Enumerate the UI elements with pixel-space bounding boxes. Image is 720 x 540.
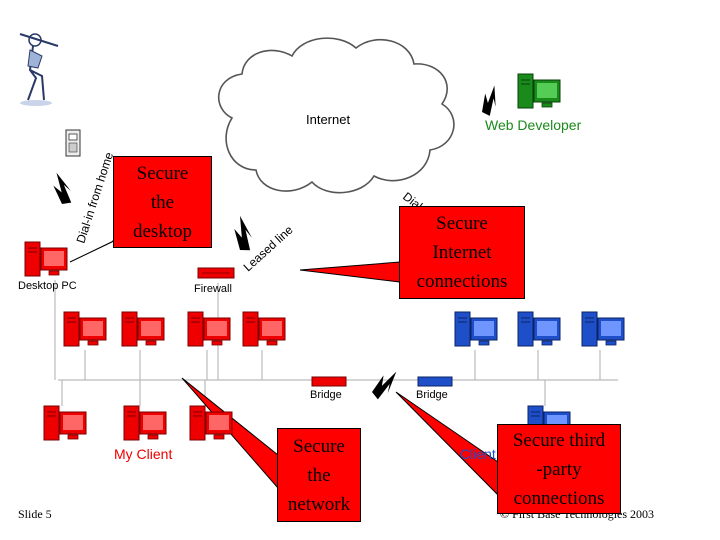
internet-label: Internet — [306, 112, 351, 127]
secure-desktop-callout: Secure the desktop — [113, 156, 212, 248]
third-party-callout-pointer — [395, 391, 499, 497]
red-workstation-icon — [242, 311, 286, 347]
lan-lines — [54, 280, 618, 406]
dial-in-label: Dial-in from home — [74, 150, 117, 245]
red-workstation-icon — [63, 311, 107, 347]
bridge-left-label: Bridge — [310, 389, 342, 401]
blue-workstation-icon — [581, 311, 625, 347]
bridge-right-label: Bridge — [416, 389, 448, 401]
lightning-bolt-icon — [370, 371, 399, 400]
my-client-label: My Client — [114, 446, 173, 462]
secure-network-text: Secure the network — [287, 435, 351, 515]
red-workstation-icon — [43, 405, 87, 441]
desktop-pc-workstation-icon — [24, 241, 68, 277]
blue-workstation-icon — [517, 311, 561, 347]
slide-number: Slide 5 — [18, 507, 52, 521]
secure-desktop-text: Secure the desktop — [132, 162, 193, 242]
secure-internet-callout: Secure Internet connections — [399, 206, 525, 299]
red-workstation-icon — [121, 311, 165, 347]
internet-cloud-icon — [217, 37, 455, 194]
lightning-bolt-icon — [45, 172, 81, 208]
firewall-label: Firewall — [194, 283, 232, 295]
secure-third-party-text: Secure third -party connections — [512, 429, 606, 509]
lightning-bolt-icon — [473, 85, 507, 119]
red-workstation-icon — [123, 405, 167, 441]
secure-third-party-callout: Secure third -party connections — [497, 424, 621, 514]
baseball-player-icon — [19, 33, 59, 106]
bridge-right-router-icon — [417, 376, 453, 387]
bridge-left-router-icon — [311, 376, 347, 387]
red-workstation-icon — [187, 311, 231, 347]
web-developer-label: Web Developer — [485, 117, 582, 133]
telephone-icon — [65, 129, 81, 157]
firewall-router-icon — [197, 267, 235, 279]
secure-internet-text: Secure Internet connections — [416, 213, 508, 292]
blue-workstation-icon — [454, 311, 498, 347]
internet-callout-pointer — [299, 261, 401, 283]
secure-network-callout: Secure the network — [277, 428, 361, 522]
web-developer-workstation-icon — [517, 73, 561, 109]
desktop-pc-label: Desktop PC — [18, 280, 77, 292]
